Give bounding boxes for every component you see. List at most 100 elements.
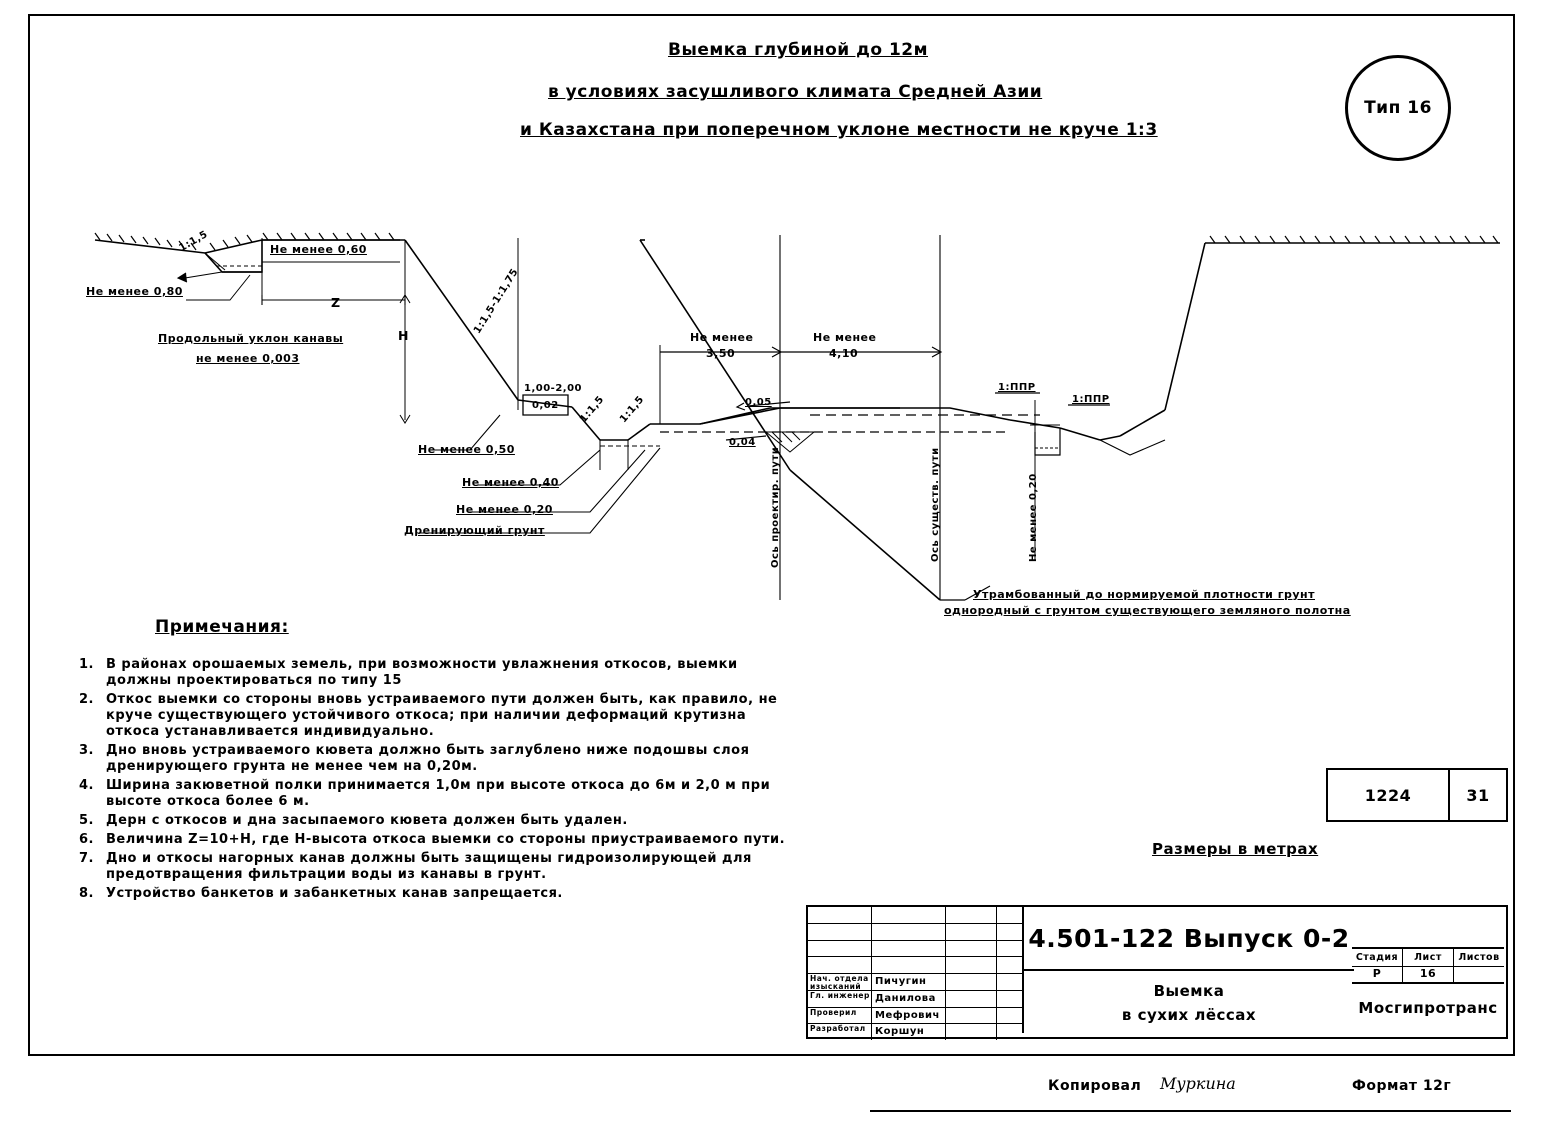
role-cell <box>808 923 872 940</box>
name-cell: Мефрович <box>872 1007 946 1024</box>
name-cell <box>872 923 946 940</box>
note-number: 1. <box>79 657 94 672</box>
note-number: 8. <box>79 886 94 901</box>
note-text: Величина Z=10+H, где Н-высота откоса вые… <box>106 832 786 847</box>
sheet-format: Формат 12г <box>1352 1078 1452 1094</box>
note-number: 3. <box>79 743 94 758</box>
page-title-line-2: в условиях засушливого климата Средней А… <box>548 82 1043 102</box>
list-item: 1. В районах орошаемых земель, при возмож… <box>60 657 800 689</box>
notes-list: 1. В районах орошаемых земель, при возмож… <box>60 657 800 905</box>
list-item: 3. Дно вновь устраиваемого кювета должно … <box>60 743 800 775</box>
label-axis-existing-track: Ось существ. пути <box>930 447 941 562</box>
label-berm-slope: 0,02 <box>532 400 559 411</box>
document-code: 4.501-122 Выпуск 0-2 <box>1028 923 1350 953</box>
object-name: Выемка в сухих лёссах <box>1024 969 1354 1035</box>
label-not-less-020: Не менее 0,20 <box>456 503 553 516</box>
code-box: 1224 31 <box>1326 768 1508 822</box>
status-values-row: Р 16 <box>1352 964 1504 984</box>
role-cell: Проверил <box>808 1007 872 1024</box>
role-cell <box>808 907 872 923</box>
note-number: 2. <box>79 692 94 707</box>
sign-cell <box>946 923 997 940</box>
note-text: Дерн с откосов и дна засыпаемого кювета … <box>106 813 628 828</box>
label-not-less-060-top: Не менее 0,60 <box>270 243 367 256</box>
label-slope-ppr-2: 1:ППР <box>1072 394 1110 405</box>
column-header-sheet: Лист <box>1403 949 1454 966</box>
sheet-border <box>28 14 1515 1056</box>
label-slope-ppr-1: 1:ППР <box>998 382 1036 393</box>
object-name-line-2: в сухих лёссах <box>1121 1006 1257 1024</box>
name-cell: Пичугин <box>872 974 946 990</box>
list-item: 8. Устройство банкетов и забанкетных кана… <box>60 886 800 902</box>
note-text: В районах орошаемых земель, при возможно… <box>106 657 738 688</box>
value-sheet: 16 <box>1403 964 1454 982</box>
note-text: Ширина закюветной полки принимается 1,0м… <box>106 778 771 809</box>
name-cell: Коршун <box>872 1024 946 1040</box>
label-berm-width: 1,00-2,00 <box>524 383 582 394</box>
copied-by-signature: Муркина <box>1160 1074 1236 1093</box>
date-cell <box>997 991 1022 1007</box>
label-slope-005: 0,05 <box>745 397 772 408</box>
list-item: 6.Величина Z=10+H, где Н-высота откоса в… <box>60 832 800 848</box>
dimensions-note: Размеры в метрах <box>1152 840 1319 858</box>
date-cell <box>997 1024 1022 1040</box>
label-not-less-410-line1: Не менее <box>813 331 877 344</box>
label-compacted-soil-line2: однородный с грунтом существующего земля… <box>944 604 1351 617</box>
sign-cell <box>946 940 997 957</box>
column-header-stage: Стадия <box>1352 949 1403 966</box>
label-drain-soil: Дренирующий грунт <box>404 524 545 537</box>
label-compacted-soil-line1: Утрамбованный до нормируемой плотности г… <box>973 588 1315 601</box>
note-text: Дно и откосы нагорных канав должны быть … <box>106 851 752 882</box>
value-stage: Р <box>1352 964 1403 982</box>
label-longitudinal-slope-line2: не менее 0,003 <box>196 352 300 365</box>
role-cell: Разработал <box>808 1024 872 1040</box>
label-not-less-020-right: Не менее 0,20 <box>1028 473 1039 562</box>
label-h-dimension: H <box>398 328 409 343</box>
label-slope-004: 0,04 <box>729 437 756 448</box>
code-box-left: 1224 <box>1328 770 1450 820</box>
sign-cell <box>946 907 997 923</box>
copied-by-label: Копировал <box>1048 1078 1142 1094</box>
label-not-less-350-line1: Не менее <box>690 331 754 344</box>
table-row <box>808 957 1022 974</box>
date-cell <box>997 974 1022 990</box>
note-text: Устройство банкетов и забанкетных канав … <box>106 886 563 901</box>
title-block-main: 4.501-122 Выпуск 0-2 Выемка в сухих лёсс… <box>1022 907 1354 1033</box>
date-cell <box>997 924 1022 940</box>
name-cell <box>872 957 946 973</box>
organization-name: Мосгипротранс <box>1358 998 1498 1017</box>
label-not-less-080: Не менее 0,80 <box>86 285 183 298</box>
name-cell <box>872 907 946 923</box>
label-z-dimension: Z <box>331 295 341 310</box>
date-cell <box>997 941 1022 957</box>
column-header-sheets: Листов <box>1458 952 1500 963</box>
label-not-less-350-line2: 3,50 <box>706 347 736 360</box>
note-number: 4. <box>79 778 94 793</box>
label-longitudinal-slope-line1: Продольный уклон канавы <box>158 332 344 345</box>
label-not-less-410-line2: 4,10 <box>829 347 859 360</box>
table-row <box>808 940 1022 958</box>
type-badge: Тип 16 <box>1345 55 1451 161</box>
page-title-line-3: и Казахстана при поперечном уклоне местн… <box>520 120 1158 140</box>
code-box-right: 31 <box>1466 785 1490 805</box>
date-cell <box>997 957 1022 973</box>
sign-cell <box>946 957 997 973</box>
list-item: 4. Ширина закюветной полки принимается 1,… <box>60 778 800 810</box>
role-cell <box>808 940 872 957</box>
label-axis-design-track: Ось проектир. пути <box>770 446 781 568</box>
notes-heading: Примечания: <box>155 617 289 637</box>
footer-rule <box>870 1110 1511 1112</box>
name-cell: Данилова <box>872 990 946 1007</box>
list-item: 2.Откос выемки со стороны вновь устраива… <box>60 692 800 740</box>
sign-cell <box>946 1024 997 1040</box>
date-cell <box>997 907 1022 923</box>
note-text: Дно вновь устраиваемого кювета должно бы… <box>106 743 750 774</box>
role-cell: Нач. отдела изысканий <box>808 974 872 990</box>
list-item: 5.Дерн с откосов и дна засыпаемого кювет… <box>60 813 800 829</box>
